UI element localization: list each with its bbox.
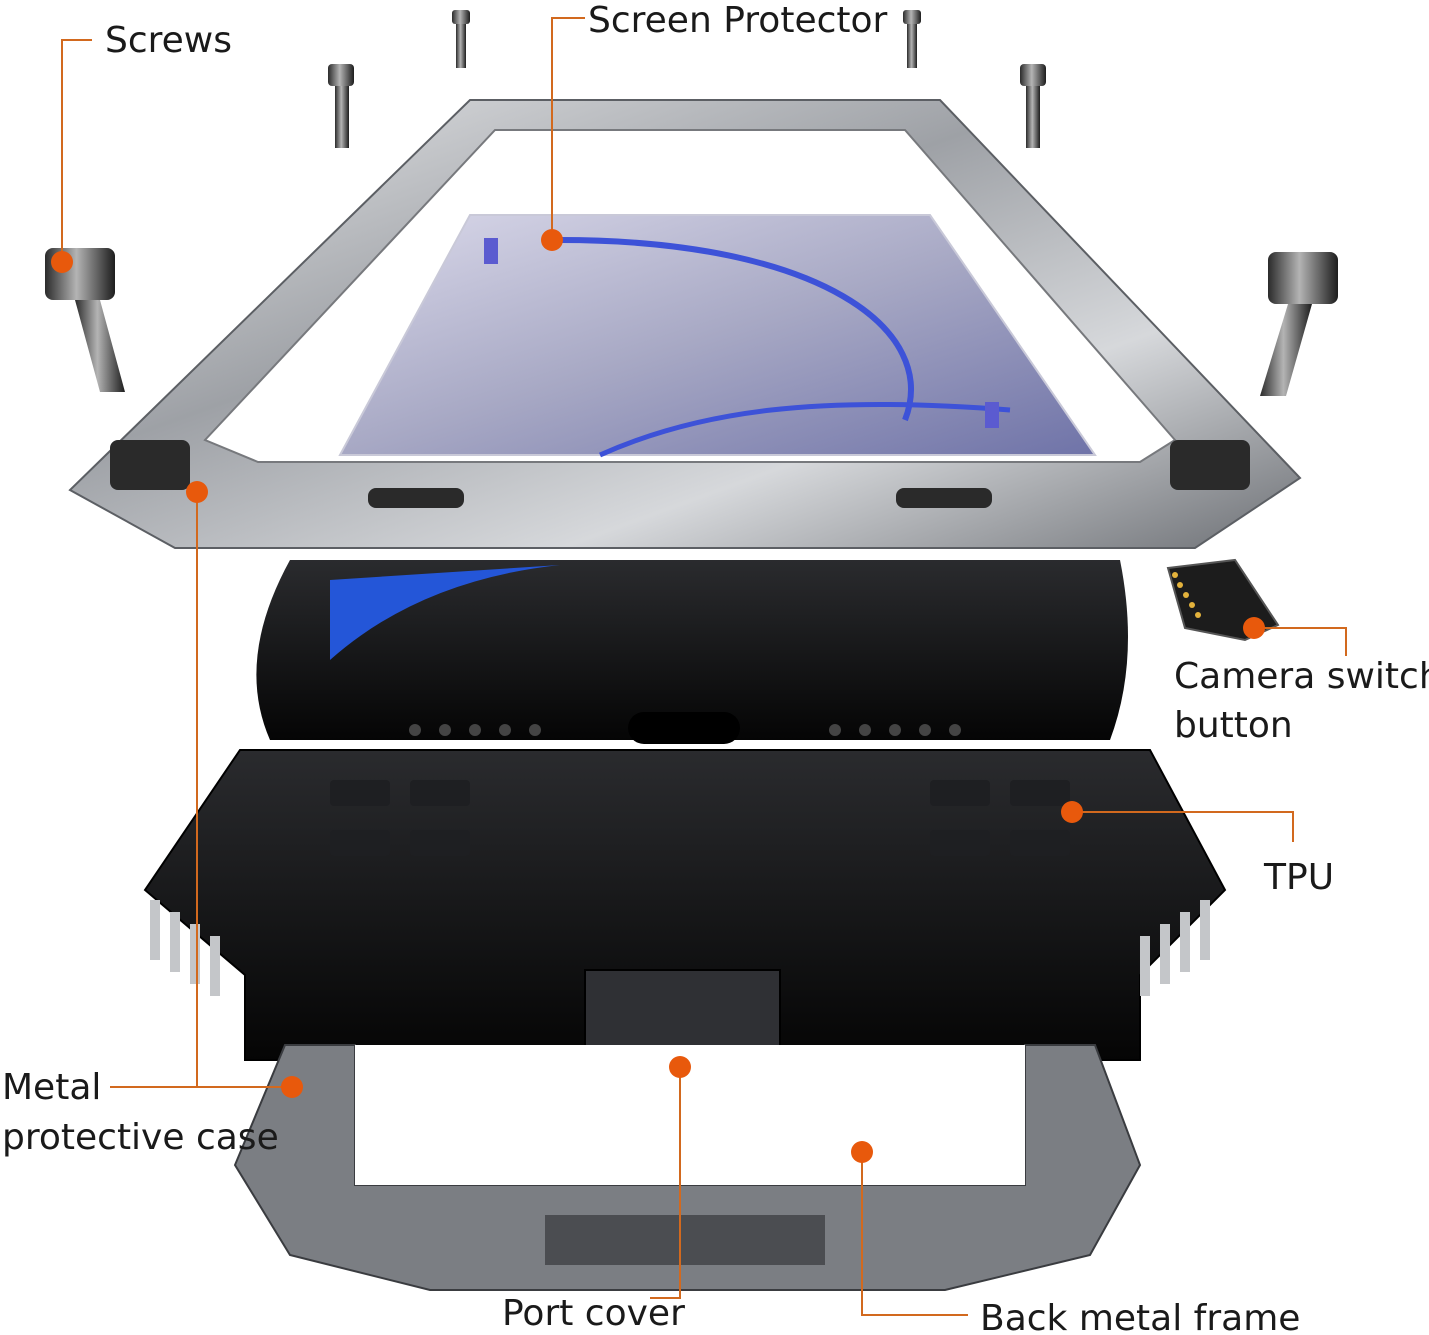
callout-dot-screws — [51, 251, 73, 273]
callout-dot-camera-switch — [1243, 617, 1265, 639]
callout-dot-tpu — [1061, 801, 1083, 823]
leader-screws — [61, 39, 92, 262]
screw-top-right-small — [903, 10, 921, 68]
label-port-cover: Port cover — [502, 1293, 685, 1334]
screw-right-large — [1260, 252, 1338, 396]
callout-dot-screen-protector — [541, 229, 563, 251]
callout-dots — [51, 229, 1265, 1163]
callout-dot-back-frame — [851, 1141, 873, 1163]
label-tpu: TPU — [1263, 857, 1334, 898]
label-back-metal-frame: Back metal frame — [980, 1298, 1300, 1335]
leader-screen-protector — [551, 17, 585, 240]
label-screen-protector: Screen Protector — [588, 0, 888, 41]
screen-protector-glass — [338, 214, 1097, 458]
screw-top-left-small — [452, 10, 470, 68]
screw-upper-left — [328, 64, 354, 148]
label-camera-switch-line1: Camera switch — [1174, 656, 1429, 697]
tpu-inner-case — [143, 749, 1227, 1061]
phone-body — [256, 560, 1128, 744]
screw-upper-right — [1020, 64, 1046, 148]
leader-tpu — [1072, 811, 1294, 842]
label-metal-case-line2: protective case — [2, 1117, 279, 1158]
leader-camera-switch — [1254, 627, 1347, 656]
callout-dot-metal-frame — [186, 481, 208, 503]
leader-port-cover — [650, 1067, 681, 1299]
label-metal-case-line1: Metal — [2, 1067, 101, 1108]
callout-dot-metal-case — [281, 1076, 303, 1098]
label-screws: Screws — [105, 20, 232, 61]
leader-lines — [61, 17, 1347, 1316]
leader-metal-case — [110, 492, 198, 1088]
back-metal-frame — [233, 1044, 1142, 1291]
callout-dot-port-cover — [669, 1056, 691, 1078]
label-camera-switch-line2: button — [1174, 705, 1293, 746]
leader-back-metal-frame — [861, 1152, 968, 1316]
